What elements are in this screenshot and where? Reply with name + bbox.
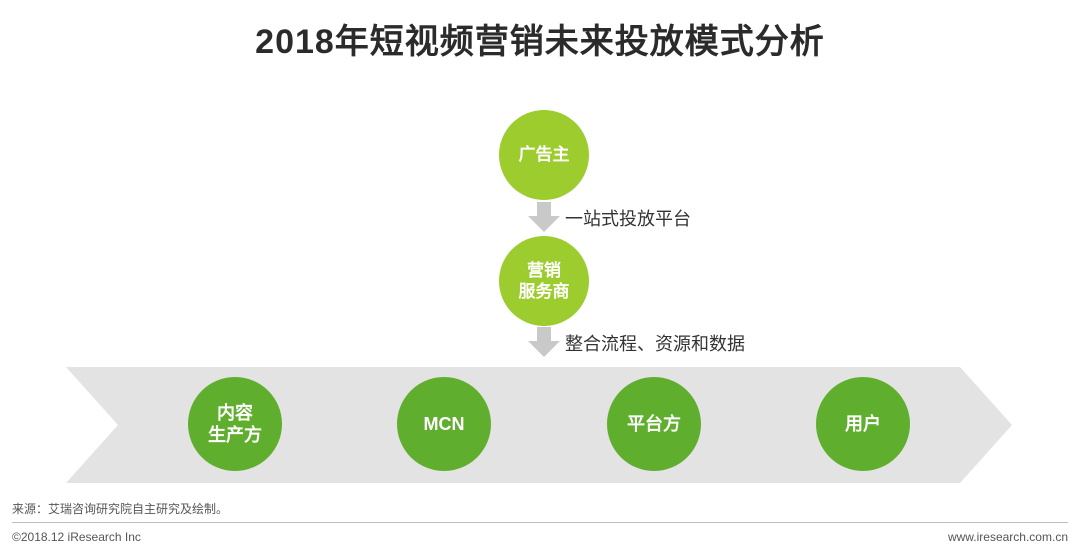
source-note: 来源：艾瑞咨询研究院自主研究及绘制。 [12,502,229,516]
chain-node-platform: 平台方 [607,377,701,471]
down-arrow-icon [528,327,560,357]
advertiser-label: 广告主 [518,145,570,165]
one-stop-platform-label: 一站式投放平台 [565,209,691,229]
website-link[interactable]: www.iresearch.com.cn [947,530,1068,544]
page-title: 2018年短视频营销未来投放模式分析 [255,23,825,61]
chain-node-label: 内容 [217,402,253,423]
integrate-label: 整合流程、资源和数据 [565,334,745,354]
chain-node-label: 生产方 [208,425,262,445]
chain-node-label: MCN [423,413,465,434]
chain-node-label: 平台方 [627,413,681,434]
marketing-provider-label-line1: 营销 [527,260,561,280]
down-arrow-icon [528,202,560,232]
chain-node-label: 用户 [845,413,881,434]
copyright: ©2018.12 iResearch Inc [12,530,141,544]
advertiser-node: 广告主 [499,110,589,200]
marketing-provider-node: 营销 服务商 [499,236,589,326]
chain-node-mcn: MCN [397,377,491,471]
marketing-provider-label-line2: 服务商 [518,282,570,301]
footer-divider [12,522,1068,523]
chain-node-content-producer: 内容 生产方 [188,377,282,471]
chain-node-user: 用户 [816,377,910,471]
